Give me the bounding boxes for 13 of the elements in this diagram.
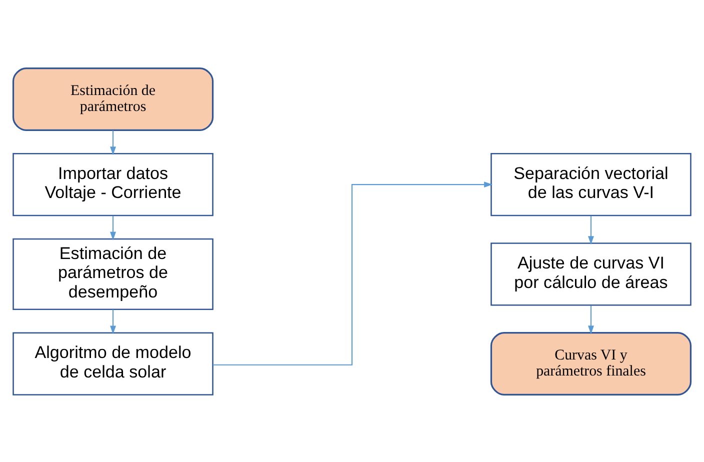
node-box: Estimación de parámetros [12, 66, 214, 130]
node-box: Separación vectorial de las curvas V-I [490, 152, 692, 216]
arrow [588, 215, 594, 244]
node-box: Algoritmo de modelo de celda solar [12, 332, 214, 395]
node-box: Curvas VI y parámetros finales [490, 332, 692, 396]
arrow [110, 215, 116, 240]
arrow [110, 130, 116, 155]
node-box: Ajuste de curvas VI por cálculo de áreas [490, 242, 692, 306]
node-box: Estimación de parámetros de desempeño [12, 238, 214, 310]
arrow [588, 305, 594, 334]
arrow [110, 309, 116, 334]
arrow [212, 181, 493, 365]
node-box: Importar datos Voltaje - Corriente [12, 152, 214, 216]
